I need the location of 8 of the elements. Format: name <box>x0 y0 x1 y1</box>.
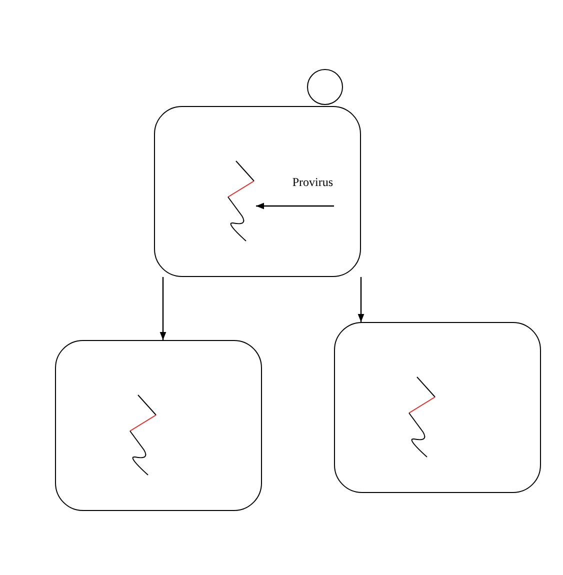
arrow <box>160 277 166 340</box>
arrow <box>358 277 364 322</box>
circle <box>307 69 343 105</box>
label-text: Provirus <box>292 175 333 190</box>
arrow <box>256 202 334 210</box>
rounded-box <box>334 322 541 493</box>
rounded-box <box>154 106 361 277</box>
rounded-box <box>55 340 262 511</box>
